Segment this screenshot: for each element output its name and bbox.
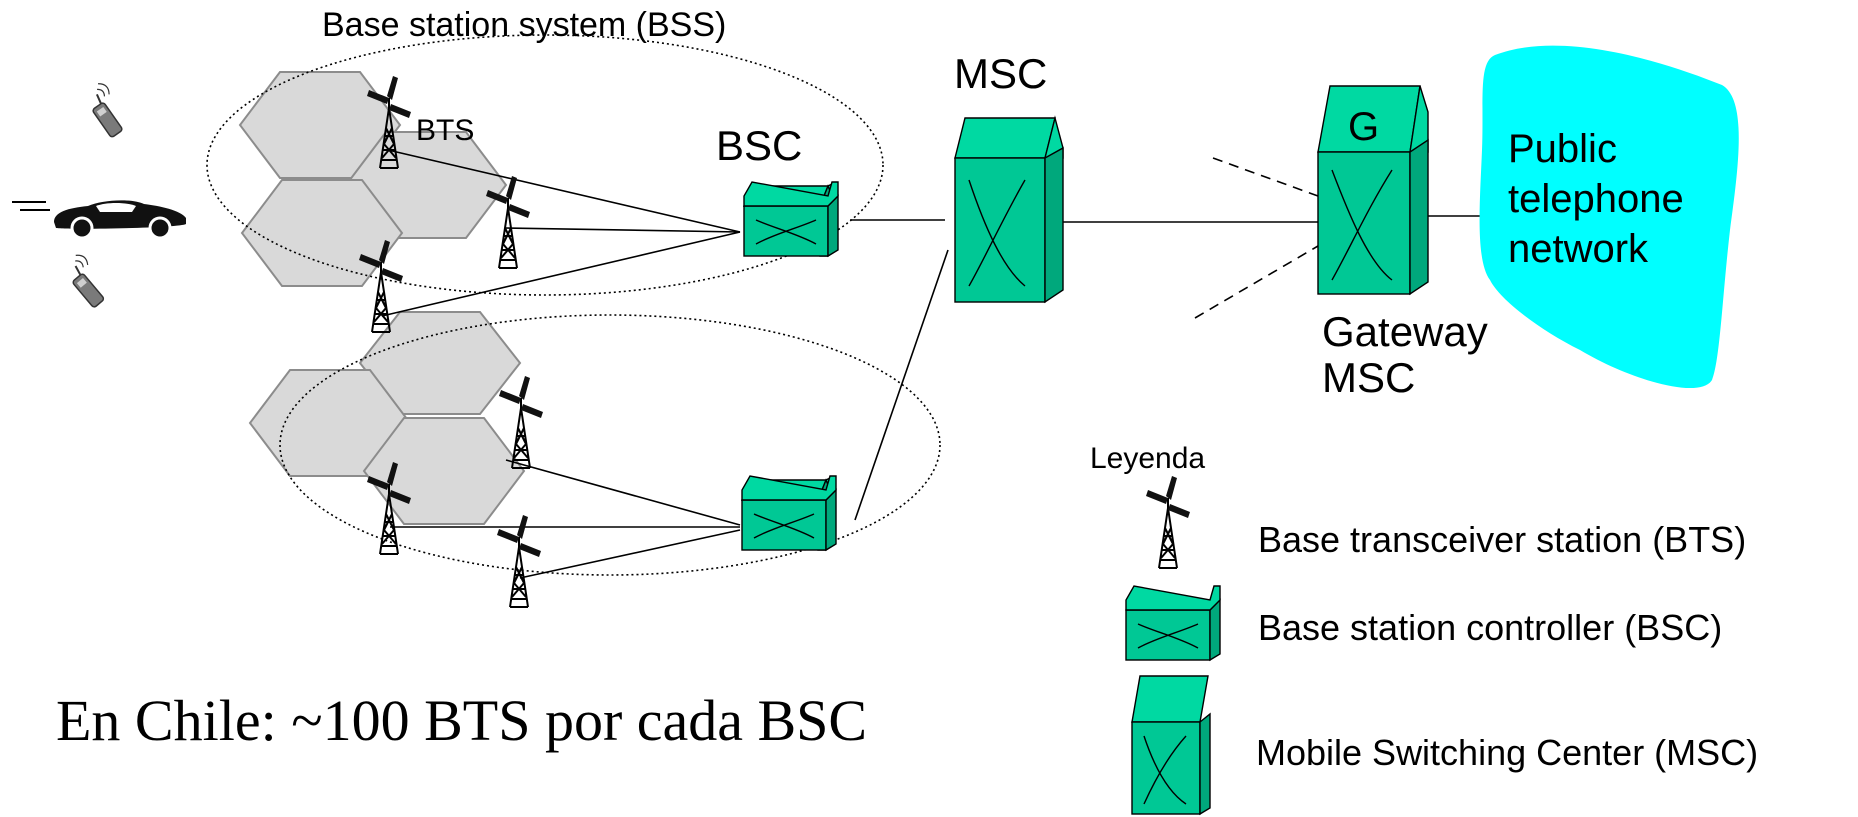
pstn-label-line2: telephone <box>1508 177 1684 221</box>
msc-box-icon <box>954 115 1064 304</box>
bts-label: BTS <box>416 114 474 147</box>
msc-box-icon <box>1131 675 1211 816</box>
bsc-label: BSC <box>716 122 802 169</box>
legend-msc-text: Mobile Switching Center (MSC) <box>1256 732 1758 773</box>
cell-hex <box>358 311 522 415</box>
msc-label: MSC <box>954 50 1047 97</box>
bss-2-cells <box>248 311 526 525</box>
cell-phone-icon <box>92 83 123 138</box>
legend-bts-text: Base transceiver station (BTS) <box>1258 519 1746 560</box>
legend-title: Leyenda <box>1090 442 1205 475</box>
pstn-label-line1: Public <box>1508 127 1617 171</box>
legend-bsc-text: Base station controller (BSC) <box>1258 607 1722 648</box>
bts-tower-icon <box>496 514 542 608</box>
footnote: En Chile: ~100 BTS por cada BSC <box>56 688 867 753</box>
gateway-label-line2: MSC <box>1322 354 1415 401</box>
bss-2-boundary <box>279 314 941 576</box>
gateway-msc-box-icon <box>1317 85 1429 296</box>
gateway-label-line1: Gateway <box>1322 308 1488 355</box>
legend: Leyenda Base transceiver station (BTS) B… <box>1090 442 1758 816</box>
bsc-box-icon <box>1125 585 1221 662</box>
trunk-dashed-lower <box>1194 245 1319 319</box>
links <box>381 149 1490 579</box>
cell-phone-icon <box>72 254 105 308</box>
bss-1-boundary <box>206 34 884 296</box>
bss-1-cells <box>238 71 508 287</box>
bsc-box-icon <box>743 181 839 257</box>
gateway-letter: G <box>1348 105 1379 149</box>
bts-tower-icon <box>1145 475 1191 569</box>
pstn-label-line3: network <box>1508 227 1649 271</box>
bss-title: Base station system (BSS) <box>322 6 726 44</box>
pstn-cloud <box>1479 45 1739 389</box>
car-icon <box>12 200 186 240</box>
trunk-dashed-upper <box>1212 157 1319 197</box>
bsc-box-icon <box>741 475 837 551</box>
